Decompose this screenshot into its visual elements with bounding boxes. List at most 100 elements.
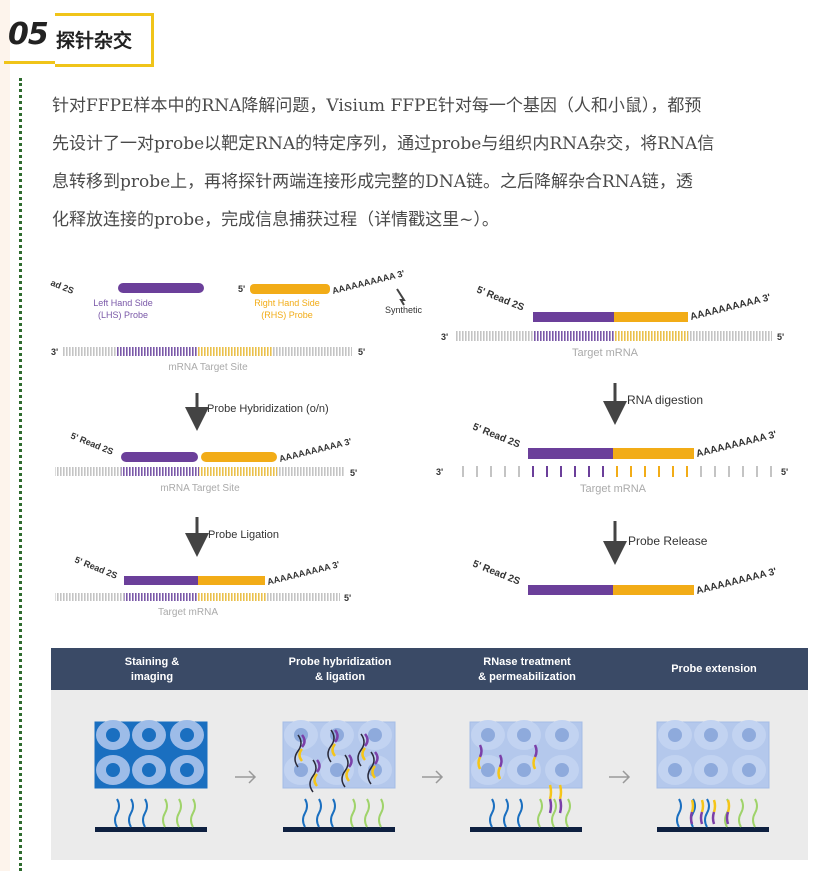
synthetic-label: Synthetic (385, 305, 423, 315)
capture-probe (142, 798, 148, 828)
three-prime: 3' (51, 347, 58, 357)
read-2s-label: 5' Read 2S (475, 285, 526, 314)
five-prime: 5' (358, 347, 365, 357)
capture-slide (657, 827, 769, 832)
rhs-probe (477, 756, 482, 770)
mrna-strand (455, 331, 772, 341)
step-probe-release: Probe Release (628, 534, 708, 548)
capture-probe (517, 798, 523, 828)
target-mrna (341, 754, 349, 788)
capture-probe (162, 798, 168, 828)
capture-slide (283, 827, 395, 832)
read-2s-label: 5' Read 2S (471, 422, 522, 451)
target-mrna (327, 729, 335, 763)
lhs-probe (333, 729, 339, 743)
rhs-label: (RHS) Probe (261, 310, 313, 320)
capture-probe (503, 798, 509, 828)
cell-nucleus (517, 763, 531, 777)
paragraph-line: 化释放连接的probe，完成信息捕获过程（详情戳这里~）。 (52, 210, 499, 230)
workflow-step-title: imaging (131, 671, 173, 683)
extended-probe (700, 799, 705, 813)
rhs-probe (201, 452, 277, 462)
pointer-arrow-icon (396, 288, 406, 306)
cell-nucleus (142, 763, 156, 777)
lhs-probe (373, 751, 379, 765)
rhs-probe (345, 768, 351, 782)
mrna-strand (63, 347, 352, 356)
cell-nucleus (668, 728, 682, 742)
mrna-target-site-label: mRNA Target Site (160, 483, 240, 494)
cell-nucleus (481, 728, 495, 742)
five-prime: 5' (238, 284, 245, 294)
extended-probe (712, 799, 717, 813)
workflow-step-title: Probe hybridization (289, 656, 392, 668)
polya-tail: AAAAAAAAAA 3' (278, 436, 353, 464)
step-ligation: Probe Ligation (208, 529, 279, 541)
cell-nucleus (180, 763, 194, 777)
cell-nucleus (142, 728, 156, 742)
capture-probe (128, 798, 134, 828)
lhs-label: Left Hand Side (93, 298, 153, 308)
three-prime: 3' (441, 332, 448, 342)
capture-probe (378, 798, 384, 828)
capture-probe (364, 798, 370, 828)
capture-probe (537, 798, 543, 828)
paragraph-line: 针对FFPE样本中的RNA降解问题，Visium FFPE针对每一个基因（人和小… (52, 96, 702, 116)
capture-slide (95, 827, 207, 832)
capture-probe (489, 798, 495, 828)
extended-probe (690, 799, 695, 813)
rhs-probe (613, 448, 694, 459)
five-prime: 5' (350, 468, 357, 478)
step-hybridization: Probe Hybridization (o/n) (207, 403, 329, 415)
rhs-probe (298, 748, 304, 762)
lhs-probe (533, 744, 538, 758)
paragraph-line: 先设计了一对probe以靶定RNA的特定序列，通过probe与组织内RNA杂交，… (52, 134, 715, 154)
polya-tail: AAAAAAAAAA 3' (689, 292, 772, 323)
lhs-probe (558, 798, 563, 814)
lhs-probe (533, 312, 614, 322)
lhs-probe (528, 448, 613, 459)
digested-mrna (458, 466, 772, 477)
polya-tail: AAAAAAAAAA 3' (695, 566, 778, 597)
capture-probe (302, 798, 308, 828)
right-arrow-icon (422, 770, 444, 784)
capture-probe (551, 798, 557, 828)
cell-nucleus (555, 763, 569, 777)
polya-tail: AAAAAAAAAA 3' (266, 559, 341, 587)
target-mrna (309, 759, 317, 793)
capture-probe (316, 798, 322, 828)
cell-nucleus (704, 763, 718, 777)
lhs-probe (121, 452, 198, 462)
capture-slide (470, 827, 582, 832)
rhs-probe (250, 284, 330, 294)
read-2s-label: 5' Read 2S (69, 431, 115, 457)
cell-nucleus (106, 728, 120, 742)
rhs-probe (613, 585, 694, 595)
rhs-probe (371, 765, 377, 779)
rhs-probe (331, 743, 337, 757)
lhs-label: (LHS) Probe (98, 310, 148, 320)
workflow-step-title: Probe extension (671, 663, 757, 675)
capture-probe (752, 798, 758, 828)
read-2s-label: 5' Read 2S (73, 555, 119, 581)
five-prime: 5' (781, 467, 788, 477)
rhs-probe (558, 784, 563, 800)
target-mrna-label: Target mRNA (572, 347, 639, 359)
right-arrow-icon (235, 770, 257, 784)
cell-nucleus (517, 728, 531, 742)
capture-probe (350, 798, 356, 828)
read-2s-label: 5' Read 2S (471, 559, 522, 588)
cell-nucleus (555, 728, 569, 742)
target-mrna (357, 733, 365, 767)
workflow-step-title: & permeabilization (478, 671, 576, 683)
cell-nucleus (330, 763, 344, 777)
rhs-probe (198, 576, 265, 585)
lhs-probe (548, 798, 553, 814)
lhs-probe (478, 744, 483, 758)
capture-probe (190, 798, 196, 828)
lhs-probe (498, 754, 503, 768)
capture-probe (176, 798, 182, 828)
five-prime: 5' (777, 332, 784, 342)
cell-nucleus (742, 728, 756, 742)
